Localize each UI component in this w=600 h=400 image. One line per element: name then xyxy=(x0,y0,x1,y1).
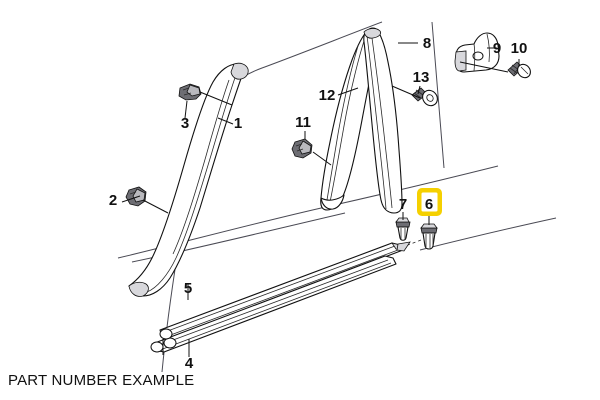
part-sill-strip-upper xyxy=(159,241,411,340)
page-title: PART NUMBER EXAMPLE xyxy=(8,372,195,389)
callout-3: 3 xyxy=(181,115,189,132)
callout-11: 11 xyxy=(295,114,311,131)
part-expanding-rivet-6 xyxy=(399,223,438,250)
callout-9: 9 xyxy=(493,40,501,57)
callout-7: 7 xyxy=(399,196,407,213)
part-sill-strip-lower xyxy=(150,255,397,353)
callout-13: 13 xyxy=(413,69,430,86)
callout-8: 8 xyxy=(423,35,431,52)
part-clip-11 xyxy=(291,138,313,159)
highlight-box-part-6[interactable] xyxy=(417,188,442,216)
part-a-pillar-trim xyxy=(128,62,249,297)
callout-2: 2 xyxy=(109,192,117,209)
callout-labels: 1 2 3 4 5 6 7 8 9 10 11 12 13 xyxy=(109,35,528,372)
part-push-pin-clip-7 xyxy=(395,217,411,241)
callout-5: 5 xyxy=(184,280,192,297)
part-clip-3 xyxy=(178,83,202,101)
callout-6[interactable]: 6 xyxy=(425,196,433,213)
leader-lines xyxy=(121,42,520,357)
callout-4: 4 xyxy=(185,355,194,372)
part-bracket-9 xyxy=(454,32,500,73)
callout-10: 10 xyxy=(511,40,528,57)
part-b-pillar-upper-trim xyxy=(363,28,403,214)
callout-12: 12 xyxy=(319,87,336,104)
part-clip-2 xyxy=(125,186,147,207)
part-screw-10 xyxy=(507,61,531,79)
callout-1: 1 xyxy=(234,115,242,132)
part-screw-13 xyxy=(411,87,438,107)
